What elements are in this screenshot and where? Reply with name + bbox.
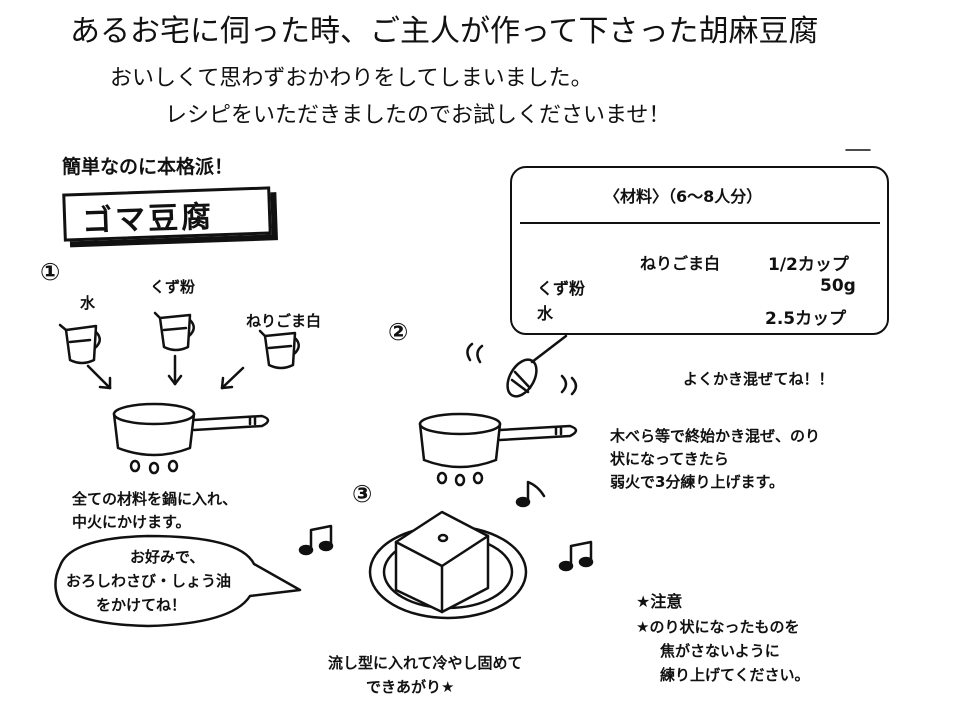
bubble-line-2: おろしわさび・しょう油 [66,572,232,590]
arrow-water-icon [86,364,112,390]
catch-phrase: 簡単なのに本格派！ [62,156,234,178]
ingredient-name-water: 水 [537,304,554,323]
step-2-exclaim: よくかき混ぜてね！！ [683,370,834,388]
arrow-sesame-icon [220,366,245,390]
step-3-text-2: できあがり★ [366,678,455,696]
step-1-text-1: 全ての材料を鍋に入れ、 [72,490,238,508]
page-title: あるお宅に伺った時、ご主人が作って下さった胡麻豆腐 [70,14,819,49]
step-2-text-2: 状になってきたら [610,450,729,468]
sesame-tofu-icon [394,510,490,614]
label-sesame: ねりごま白 [246,312,322,330]
ingredient-name-kuzu: くず粉 [537,279,586,298]
step-1-number: ① [40,258,61,286]
step-2-text-3: 弱火で3分練り上げます。 [610,473,784,491]
ingredient-amount-sesame: 1/2カップ [768,255,849,275]
label-kuzu: くず粉 [150,278,196,296]
ingredient-amount-kuzu: 50g [820,276,856,296]
caution-title: ★注意 [636,592,683,611]
ingredients-divider [520,222,880,224]
intro-line-2: レシピをいただきましたのでお試しくださいませ！ [165,103,671,128]
caution-line-2: 焦がさないように [660,642,780,660]
music-note-middle-icon [515,480,546,508]
ingredient-amount-water: 2.5カップ [765,309,847,329]
bubble-line-1: お好みで、 [130,548,205,566]
pot-step2-icon [418,412,578,487]
arrow-kuzu-icon [167,354,183,386]
music-note-right-icon [558,540,594,572]
step-1-text-2: 中火にかけます。 [72,513,191,531]
pot-step1-icon [112,402,270,475]
bubble-line-3: をかけてね！ [96,596,187,614]
step-2-number: ② [388,318,409,346]
whisk-icon [466,334,578,398]
ingredients-box [510,166,889,335]
measuring-cup-water-icon [58,323,101,365]
label-water: 水 [80,294,96,312]
step-3-text-1: 流し型に入れて冷やし固めて [328,654,523,672]
intro-line-1: おいしくて思わずおかわりをしてしまいました。 [110,66,593,91]
measuring-cup-kuzu-icon [153,311,195,352]
music-note-left-icon [298,524,334,556]
ingredients-title: 〈材料〉（6〜8人分） [604,187,763,206]
ingredient-name-sesame: ねりごま白 [640,254,721,273]
step-2-text-1: 木べら等で終始かき混ぜ、のり [610,427,821,445]
speech-bubble-icon [54,534,302,628]
measuring-cup-sesame-icon [258,329,300,370]
step-3-number: ③ [352,480,373,508]
caution-line-3: 練り上げてください。 [660,666,810,684]
caution-line-1: ★のり状になったものを [636,618,800,636]
